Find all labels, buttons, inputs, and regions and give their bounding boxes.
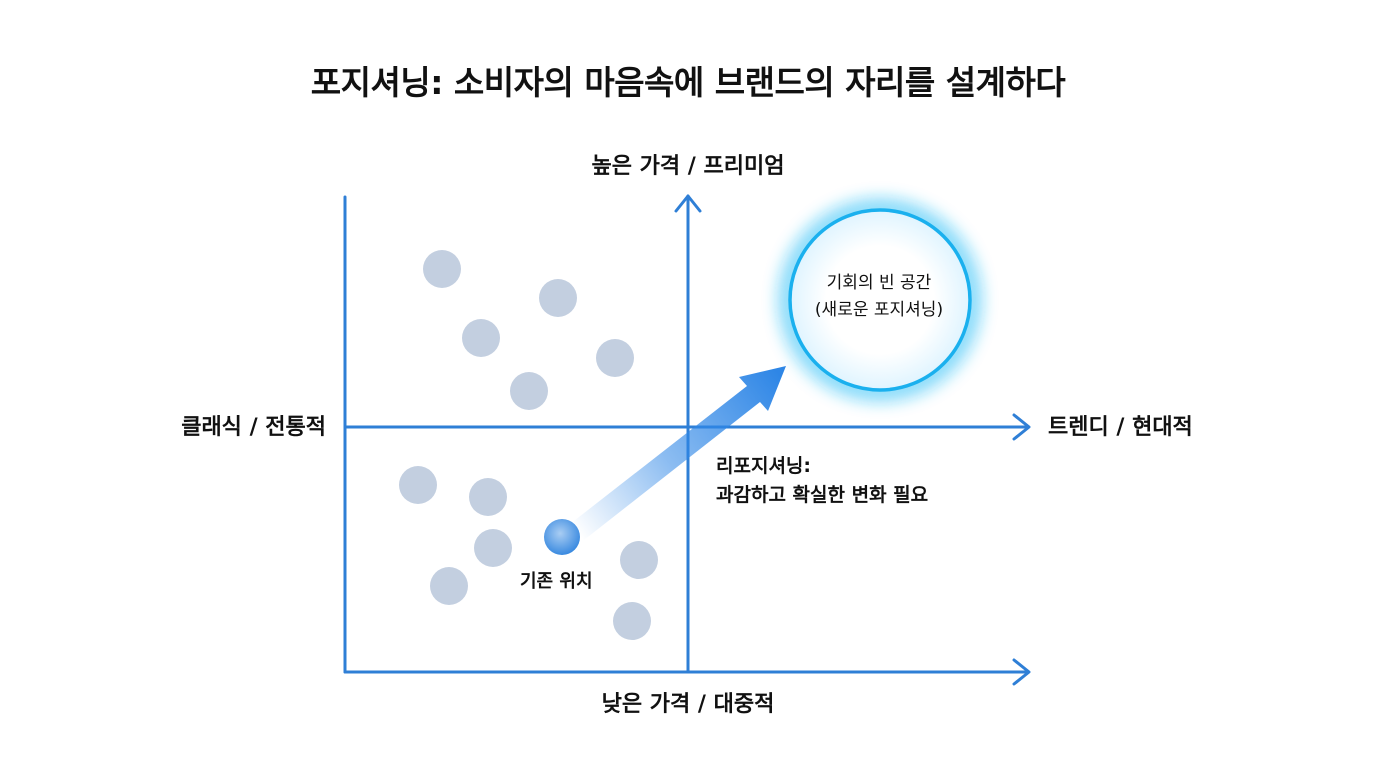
axis-label-right: 트렌디 / 현대적	[1048, 415, 1193, 440]
repositioning-note: 리포지셔닝: 과감하고 확실한 변화 필요	[716, 452, 928, 510]
current-position-label: 기존 위치	[520, 571, 593, 592]
competitor-dot	[620, 541, 658, 579]
opportunity-label-line1: 기회의 빈 공간	[826, 273, 932, 293]
competitor-dot	[423, 250, 461, 288]
competitor-dot	[510, 372, 548, 410]
opportunity-label: 기회의 빈 공간 (새로운 포지셔닝)	[787, 270, 971, 324]
bottom-axis-arrowhead	[1012, 658, 1031, 686]
competitor-dots	[399, 250, 658, 640]
current-position-dot	[544, 519, 580, 555]
competitor-dot	[430, 567, 468, 605]
repositioning-note-line2: 과감하고 확실한 변화 필요	[716, 484, 929, 506]
competitor-dot	[613, 602, 651, 640]
competitor-dot	[474, 529, 512, 567]
axis-label-top: 높은 가격 / 프리미엄	[591, 154, 785, 179]
opportunity-label-line2: (새로운 포지셔닝)	[814, 300, 944, 320]
competitor-dot	[596, 339, 634, 377]
axis-label-left: 클래식 / 전통적	[181, 415, 326, 440]
repositioning-arrow	[570, 366, 786, 540]
competitor-dot	[469, 478, 507, 516]
page-title: 포지셔닝: 소비자의 마음속에 브랜드의 자리를 설계하다	[310, 63, 1066, 102]
opportunity-target-circle	[781, 201, 979, 399]
axis-label-bottom: 낮은 가격 / 대중적	[601, 692, 775, 717]
vertical-axis-arrowhead	[674, 194, 702, 213]
competitor-dot	[399, 466, 437, 504]
competitor-dot	[462, 319, 500, 357]
horizontal-axis-arrowhead	[1012, 413, 1031, 441]
competitor-dot	[539, 279, 577, 317]
repositioning-note-line1: 리포지셔닝:	[716, 455, 811, 477]
